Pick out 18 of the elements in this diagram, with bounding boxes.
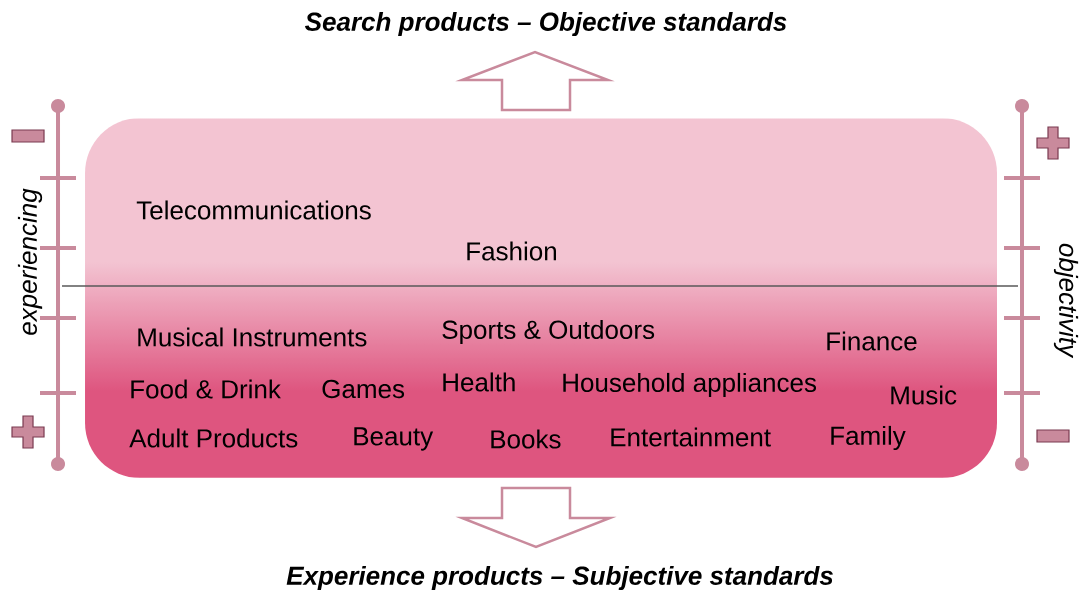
category-label: Health (443, 372, 515, 392)
category-label: Household appliances (563, 372, 817, 398)
category-label: Sports & Outdoors (442, 319, 655, 345)
category-label: Beauty (354, 427, 434, 451)
category-label: Fashion (467, 241, 556, 261)
category-label: Adult Products (129, 428, 298, 448)
category-label: Food & Drink (131, 379, 281, 399)
category-label: Musical Instruments (138, 327, 367, 347)
category-label: Finance (827, 331, 917, 351)
title: Search products – Objective standards (305, 11, 787, 37)
caption: Experience products – Subjective standards (286, 565, 833, 591)
category-label: Music (891, 385, 957, 405)
category-label: Entertainment (611, 427, 771, 447)
category-label: Telecommunications (136, 200, 371, 220)
category-label: Books (491, 429, 561, 449)
category-label: Family (831, 425, 906, 451)
category-label: Games (322, 379, 405, 399)
axis-label: objectivity (1053, 243, 1079, 359)
